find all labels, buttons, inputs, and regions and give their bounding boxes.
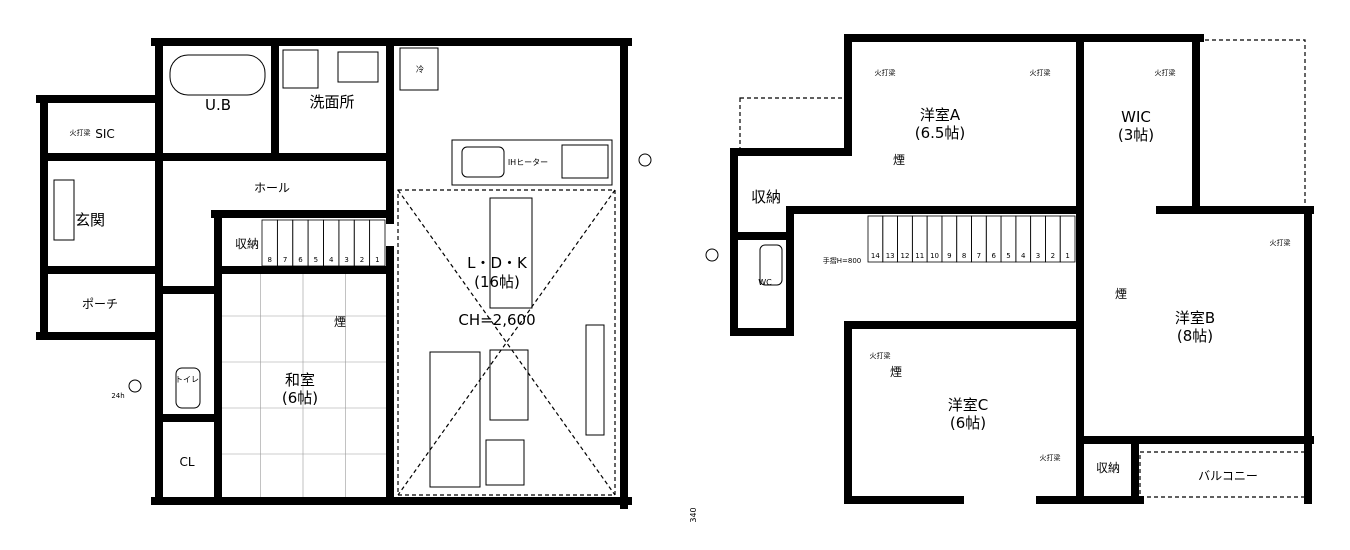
- stair-step: [1059, 215, 1076, 263]
- stair-step-number: 7: [283, 256, 287, 264]
- room-label-entrance: 玄関: [75, 211, 105, 229]
- stair-step-number: 8: [267, 256, 271, 264]
- roof-outline-left: [739, 97, 849, 154]
- stair-step-number: 9: [947, 252, 951, 260]
- smoke-detector: 煙: [1115, 287, 1127, 301]
- bathtub: [169, 54, 266, 96]
- handrail-label: 手摺H=800: [823, 256, 862, 265]
- sofa: [429, 351, 481, 488]
- stair-step-number: 13: [886, 252, 895, 260]
- vent-label: 24h: [111, 392, 124, 400]
- stair-step-number: 8: [962, 252, 966, 260]
- up-label: UP: [355, 209, 364, 217]
- stairs-1f: 8 7 6 5 4 3 2 1: [261, 219, 386, 267]
- room-label-storage-left: 収納: [751, 188, 781, 206]
- hiuchi-label: 火打梁: [1030, 68, 1051, 77]
- room-label-wic: WIC: [1121, 108, 1151, 126]
- stair-step-number: 2: [360, 256, 364, 264]
- stair-step-number: 4: [329, 256, 334, 264]
- room-label-room-a: 洋室A: [920, 106, 961, 124]
- stair-step-number: 3: [344, 256, 348, 264]
- ih-label: IHヒーター: [508, 158, 548, 167]
- shoe-step: [53, 179, 75, 241]
- stair-step-number: 1: [1065, 252, 1069, 260]
- stair-step-number: 12: [901, 252, 910, 260]
- dimension-label: 340: [689, 507, 698, 522]
- stairs-2f: 14 13 12 11 10 9 8 7 6 5 4 3 2 1: [867, 215, 1076, 263]
- room-label-room-b: 洋室B: [1175, 309, 1215, 327]
- vent-fan-icon: [128, 379, 142, 393]
- kitchen-counter: [451, 139, 613, 186]
- floor1-labels: U.B 洗面所 冷 SIC 火打梁 玄関 ホール 収納 UP IHヒーター L・…: [70, 64, 652, 469]
- wash-basin: [337, 51, 379, 83]
- room-size-room-a: (6.5帖): [915, 124, 966, 142]
- room-label-toilet: トイレ: [175, 375, 199, 384]
- walls: [36, 34, 1314, 509]
- room-label-bath: U.B: [205, 96, 231, 114]
- toilet-fixture-2f: [759, 244, 783, 286]
- void-diagonal: [397, 189, 616, 496]
- stair-step-number: 7: [977, 252, 981, 260]
- ldk-void-outline: [397, 189, 616, 496]
- void-diagonal: [397, 189, 616, 496]
- coffee-table: [489, 349, 529, 421]
- stair-step-number: 3: [1036, 252, 1040, 260]
- stair-step-number: 1: [375, 256, 379, 264]
- toilet-fixture: [175, 367, 201, 409]
- room-label-balcony: バルコニー: [1198, 469, 1258, 483]
- smoke-detector: 煙: [893, 153, 905, 167]
- smoke-detector: 煙: [890, 365, 902, 379]
- stair-step-number: 11: [915, 252, 924, 260]
- hiuchi-label: 火打梁: [1155, 68, 1176, 77]
- hiuchi-label: 火打梁: [1270, 238, 1291, 247]
- roof-outline-right: [1198, 39, 1306, 205]
- stair-step-number: 5: [1006, 252, 1010, 260]
- room-label-storage-right: 収納: [1096, 461, 1120, 475]
- fridge: [399, 47, 439, 91]
- room-size-washitsu: (6帖): [282, 389, 318, 407]
- stair-step-number: 6: [298, 256, 303, 264]
- sink: [461, 146, 505, 178]
- room-size-room-c: (6帖): [950, 414, 986, 432]
- stair-step-number: 5: [314, 256, 318, 264]
- room-label-porch: ポーチ: [82, 297, 118, 311]
- armchair: [485, 439, 525, 486]
- tv-board: [585, 324, 605, 436]
- vent-fan-icon: [638, 153, 652, 167]
- hiuchi-label: 火打梁: [875, 68, 896, 77]
- fridge-label: 冷: [416, 64, 424, 74]
- hiuchi-label: 火打梁: [70, 128, 91, 137]
- room-label-storage: 収納: [235, 237, 259, 251]
- room-size-room-b: (8帖): [1177, 327, 1213, 345]
- dining-table: [489, 197, 533, 309]
- room-label-ldk: L・D・K: [467, 254, 528, 272]
- hiuchi-label: 火打梁: [1040, 453, 1061, 462]
- floor2-labels: 洋室A (6.5帖) WIC (3帖) 収納 WC 洋室B (8帖) 洋室C (…: [689, 68, 1291, 523]
- room-label-closet: CL: [179, 455, 194, 469]
- stair-step-number: 4: [1021, 252, 1026, 260]
- room-label-washroom: 洗面所: [309, 93, 354, 111]
- vent-fan-icon: [705, 248, 719, 262]
- stair-step-number: 2: [1051, 252, 1055, 260]
- room-label-wc: WC: [758, 278, 772, 287]
- room-label-hall: ホール: [254, 181, 290, 195]
- room-size-wic: (3帖): [1118, 126, 1154, 144]
- room-label-washitsu: 和室: [285, 371, 315, 389]
- stair-step-number: 10: [930, 252, 939, 260]
- washing-machine: [282, 49, 319, 89]
- ih-heater: [561, 144, 609, 179]
- room-label-room-c: 洋室C: [948, 396, 988, 414]
- room-label-sic: SIC: [95, 127, 115, 141]
- stair-step-number: 14: [871, 252, 880, 260]
- room-size-ldk: (16帖): [474, 273, 520, 291]
- smoke-detector: 煙: [334, 315, 346, 329]
- ceiling-height: CH=2,600: [458, 311, 535, 329]
- stair-step-number: 6: [991, 252, 996, 260]
- hiuchi-label: 火打梁: [870, 351, 891, 360]
